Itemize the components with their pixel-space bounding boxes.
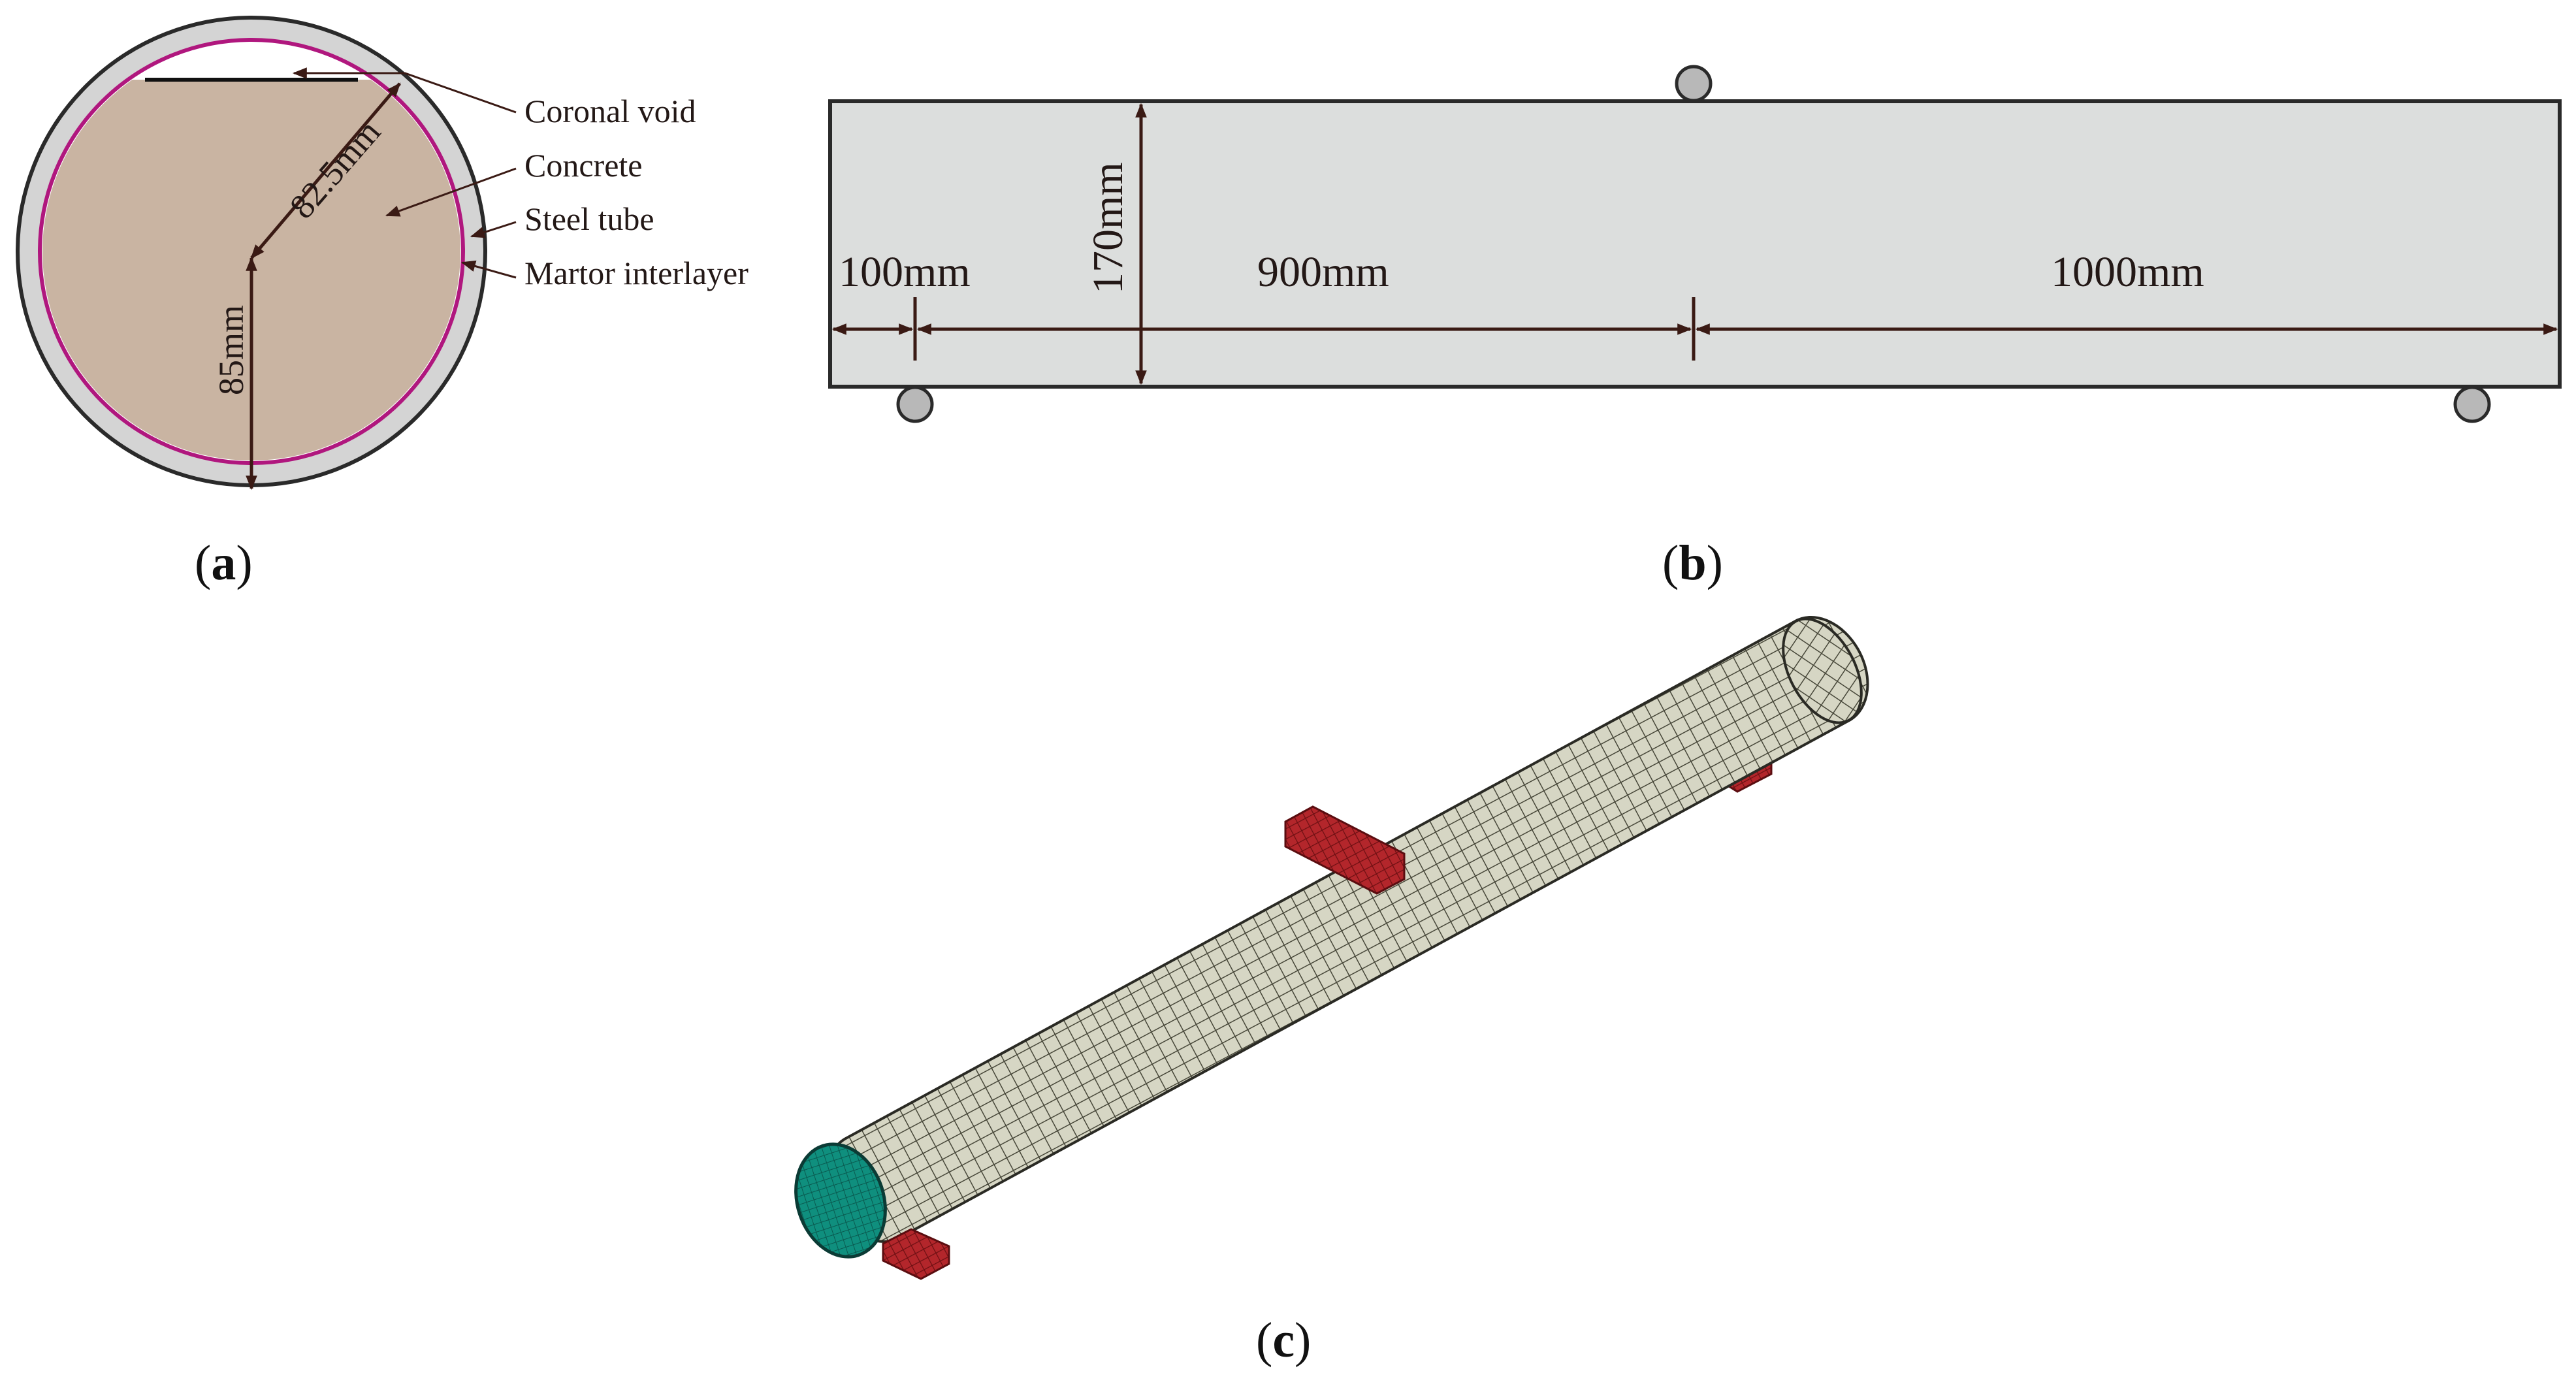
loading-block bbox=[1284, 805, 1406, 895]
height-label: 170mm bbox=[1084, 162, 1132, 294]
mortar-interlayer-callout: Martor interlayer bbox=[524, 255, 749, 291]
concrete-leader bbox=[385, 167, 517, 217]
tube-end-face bbox=[794, 1142, 887, 1259]
outer-radius-label: 85mm bbox=[212, 305, 251, 395]
panel-c-label: (c) bbox=[1256, 1313, 1311, 1368]
left-span-label: 900mm bbox=[1257, 248, 1389, 296]
left-support-roller bbox=[896, 385, 934, 423]
load-roller bbox=[1675, 65, 1713, 103]
panel-a-cross-section: 82.5mm 85mm Coronal void Concrete Steel … bbox=[16, 16, 749, 590]
tube-far-end bbox=[1782, 617, 1863, 724]
panel-b-label: (b) bbox=[1662, 536, 1723, 590]
interlayer-leader bbox=[460, 260, 517, 279]
concrete-callout: Concrete bbox=[524, 147, 642, 184]
steel-tube-callout: Steel tube bbox=[524, 201, 654, 237]
inner-radius-dimension bbox=[250, 82, 401, 259]
tube-mesh-body bbox=[826, 615, 1869, 1244]
left-support-block bbox=[882, 1228, 950, 1280]
panel-c-fe-model: (c) bbox=[794, 615, 1869, 1368]
overhang-label: 100mm bbox=[839, 248, 971, 296]
right-support-roller bbox=[2453, 385, 2491, 423]
panel-a-label: (a) bbox=[195, 536, 253, 590]
steel-tube-leader bbox=[470, 221, 517, 238]
right-span-label: 1000mm bbox=[2051, 248, 2204, 296]
coronal-void-leader bbox=[292, 67, 517, 114]
coronal-void-callout: Coronal void bbox=[524, 93, 696, 129]
panel-b-beam-elevation: 170mm 100mm 900mm 1000mm (b) bbox=[828, 65, 2562, 590]
